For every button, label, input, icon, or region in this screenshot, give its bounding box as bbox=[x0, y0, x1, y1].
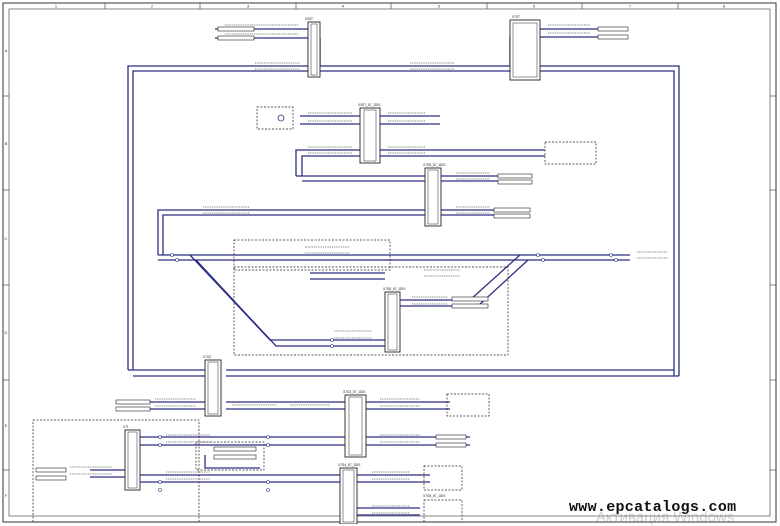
col-label: 2 bbox=[151, 4, 154, 9]
connector-c7 bbox=[344, 394, 367, 458]
ground-circle-icon bbox=[277, 114, 285, 122]
connector-label: X7G8_87_1DIS bbox=[423, 163, 445, 167]
connector-blocks bbox=[124, 19, 541, 524]
dashed-box bbox=[233, 266, 509, 356]
dashed-box bbox=[195, 441, 265, 471]
connector-label: X3G7_87_1DIS bbox=[358, 103, 380, 107]
row-label: B bbox=[5, 141, 8, 146]
col-label: 4 bbox=[342, 4, 345, 9]
connector-label: X7G3_87_1DIS bbox=[343, 390, 365, 394]
col-label: 5 bbox=[438, 4, 441, 9]
connector-label: X7G2 bbox=[203, 355, 211, 359]
connector-c4 bbox=[424, 167, 442, 227]
connector-label: X7G5_87_1DIS bbox=[423, 494, 445, 498]
connector-labels: X3ST X7ST X3G7_87_1DIS X7G8_87_1DIS X7G8… bbox=[123, 15, 520, 498]
dashed-component-boxes bbox=[32, 106, 597, 523]
dashed-box bbox=[256, 106, 294, 130]
dashed-box bbox=[233, 239, 391, 271]
frame-column-labels: 1 2 3 4 5 6 7 8 bbox=[55, 4, 726, 9]
dashed-box bbox=[423, 499, 463, 523]
connector-label: X3ST bbox=[305, 17, 313, 21]
col-label: 7 bbox=[629, 4, 632, 9]
wire-harness bbox=[90, 28, 680, 516]
row-label: F bbox=[5, 493, 8, 498]
connector-label: X71 bbox=[123, 425, 129, 429]
connector-c9 bbox=[339, 467, 358, 524]
row-label: C bbox=[5, 236, 8, 241]
splice-markers bbox=[158, 114, 618, 492]
connector-label: X7ST bbox=[512, 15, 520, 19]
dashed-box bbox=[446, 393, 490, 417]
connector-c3 bbox=[359, 107, 381, 164]
connector-label: X7G4_87_1DIS bbox=[338, 463, 360, 467]
row-label: E bbox=[5, 423, 8, 428]
frame-row-labels: A B C D E F bbox=[5, 48, 8, 498]
connector-c2 bbox=[509, 19, 541, 81]
activation-watermark: Активация Windows bbox=[596, 509, 735, 526]
connector-c6 bbox=[204, 359, 222, 417]
col-label: 1 bbox=[55, 4, 58, 9]
dashed-box bbox=[32, 419, 200, 523]
tiny-wire-text bbox=[70, 24, 668, 514]
dashed-box bbox=[544, 141, 597, 165]
site-url[interactable]: www.epcatalogs.com bbox=[569, 499, 737, 516]
col-label: 8 bbox=[723, 4, 726, 9]
connector-c1 bbox=[307, 21, 321, 78]
wire-end-labels bbox=[35, 26, 629, 481]
col-label: 3 bbox=[247, 4, 250, 9]
connector-label: X7G8_87_1DIS bbox=[383, 287, 405, 291]
row-label: D bbox=[5, 330, 8, 335]
dashed-box bbox=[423, 465, 463, 491]
connector-c8 bbox=[124, 429, 141, 491]
col-label: 6 bbox=[533, 4, 536, 9]
row-label: A bbox=[5, 48, 8, 53]
connector-c5 bbox=[384, 291, 401, 353]
